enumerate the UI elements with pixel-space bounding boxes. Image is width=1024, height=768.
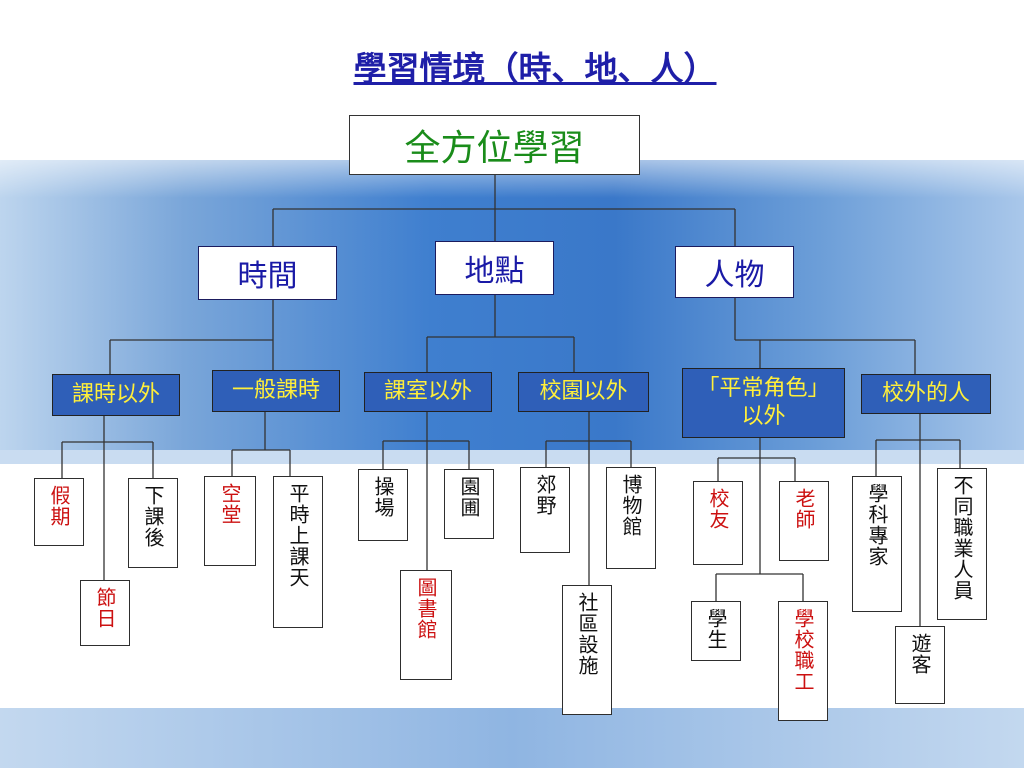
category-people: 人物 [675, 246, 794, 298]
leaf-students: 學生 [691, 601, 741, 661]
leaf-teachers: 老師 [779, 481, 829, 561]
leaf-festivals: 節日 [80, 580, 130, 646]
leaf-subject-experts: 學科專家 [852, 476, 902, 612]
sub-outside-classroom: 課室以外 [364, 372, 492, 412]
leaf-community-facilities: 社區設施 [562, 585, 612, 715]
category-time: 時間 [198, 246, 337, 300]
background-footer-band [0, 708, 1024, 768]
page-title: 學習情境（時、地、人） [353, 49, 717, 88]
category-place: 地點 [435, 241, 554, 295]
leaf-after-class: 下課後 [128, 478, 178, 568]
leaf-countryside: 郊野 [520, 467, 570, 553]
sub-regular-class-hours: 一般課時 [212, 370, 340, 412]
background-stripe [0, 450, 1024, 464]
leaf-visitors: 遊客 [895, 626, 945, 704]
sub-outside-campus: 校園以外 [518, 372, 649, 412]
leaf-school-days: 平時上課天 [273, 476, 323, 628]
leaf-school-staff: 學校職工 [778, 601, 828, 721]
leaf-holidays: 假期 [34, 478, 84, 546]
leaf-garden: 園圃 [444, 469, 494, 539]
leaf-alumni: 校友 [693, 481, 743, 565]
leaf-playground: 操場 [358, 469, 408, 541]
leaf-library: 圖書館 [400, 570, 452, 680]
leaf-museum: 博物館 [606, 467, 656, 569]
sub-outside-usual-roles: 「平常角色」 以外 [682, 368, 845, 438]
leaf-free-periods: 空堂 [204, 476, 256, 566]
leaf-professionals: 不同職業人員 [937, 468, 987, 620]
sub-people-outside-school: 校外的人 [861, 374, 991, 414]
root-node: 全方位學習 [349, 115, 640, 175]
sub-outside-class-hours: 課時以外 [52, 374, 180, 416]
